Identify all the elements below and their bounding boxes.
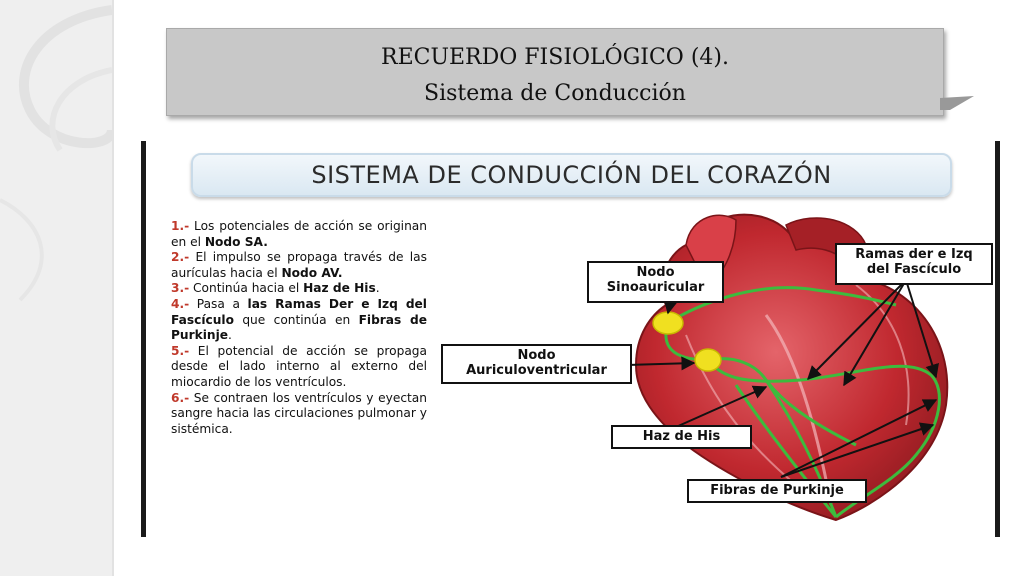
conduction-step: 6.- Se contraen los ventrículos y eyecta…: [171, 390, 427, 436]
conduction-steps-list: 1.- Los potenciales de acción se origina…: [171, 219, 427, 437]
sa-node-marker: [652, 311, 684, 335]
label-branches-line2: del Fascículo: [866, 262, 962, 277]
label-sa-node: Nodo Sinoauricular: [587, 261, 724, 303]
step-emphasis: Fibras de Purkinje: [171, 312, 428, 343]
step-number: 2.-: [171, 250, 190, 265]
conduction-step: 5.- El potencial de acción se propaga de…: [171, 343, 427, 389]
figure-banner-title: SISTEMA DE CONDUCCIÓN DEL CORAZÓN: [191, 153, 952, 197]
label-pointers: [625, 279, 939, 478]
label-av-node-line1: Nodo: [517, 348, 556, 363]
step-emphasis: las Ramas Der e Izq del Fascículo: [171, 296, 427, 327]
label-branches-line1: Ramas der e Izq: [855, 247, 973, 262]
slide-title: RECUERDO FISIOLÓGICO (4).: [381, 45, 729, 70]
label-sa-node-line1: Nodo: [636, 265, 675, 280]
step-emphasis: Nodo AV.: [281, 265, 343, 280]
label-av-node: Nodo Auriculoventricular: [441, 344, 632, 384]
step-number: 6.-: [171, 390, 190, 405]
decorative-swirl-icon: [0, 5, 112, 302]
av-node-marker: [694, 348, 722, 372]
label-sa-node-line2: Sinoauricular: [606, 280, 705, 295]
title-shadow-decoration: [940, 96, 974, 110]
label-av-node-line2: Auriculoventricular: [466, 363, 607, 378]
figure-left-border: [141, 141, 146, 537]
strip-divider: [112, 0, 114, 576]
step-number: 5.-: [171, 343, 190, 358]
conduction-step: 1.- Los potenciales de acción se origina…: [171, 219, 427, 249]
decorative-side-strip: [0, 0, 112, 576]
label-branches: Ramas der e Izq del Fascículo: [835, 243, 993, 285]
label-purkinje: Fibras de Purkinje: [687, 479, 867, 503]
conduction-step: 4.- Pasa a las Ramas Der e Izq del Fascí…: [171, 296, 428, 343]
step-number: 4.-: [171, 296, 190, 311]
step-number: 3.-: [171, 281, 190, 296]
slide-subtitle: Sistema de Conducción: [424, 81, 686, 106]
slide-title-box: RECUERDO FISIOLÓGICO (4). Sistema de Con…: [166, 28, 944, 116]
step-emphasis: Haz de His: [303, 281, 376, 296]
step-emphasis: Nodo SA.: [204, 234, 268, 249]
conduction-step: 2.- El impulso se propaga través de las …: [171, 250, 427, 280]
conduction-step: 3.- Continúa hacia el Haz de His.: [171, 281, 380, 296]
figure-right-border: [995, 141, 1000, 537]
label-his-bundle: Haz de His: [611, 425, 752, 449]
step-number: 1.-: [171, 219, 190, 233]
